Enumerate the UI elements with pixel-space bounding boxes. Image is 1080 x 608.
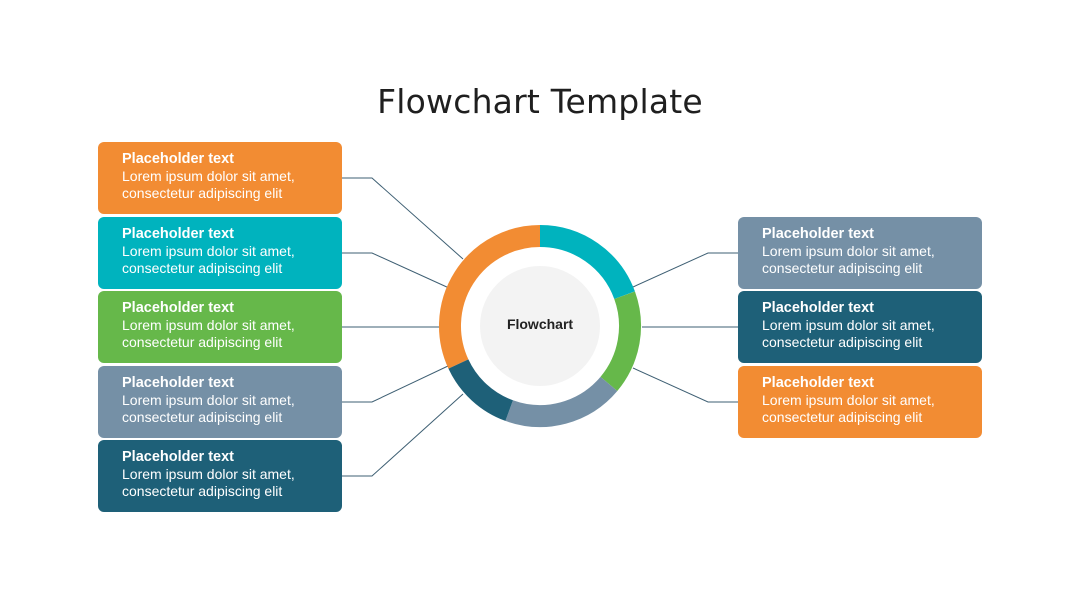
card-body-line: consectetur adipiscing elit [122,260,283,276]
card-body-line: Lorem ipsum dolor sit amet, [762,392,935,408]
card-body: Lorem ipsum dolor sit amet, consectetur … [122,392,332,426]
left-card-5: Placeholder text Lorem ipsum dolor sit a… [98,440,342,512]
left-card-4: Placeholder text Lorem ipsum dolor sit a… [98,366,342,438]
card-title: Placeholder text [122,375,235,391]
card-body-line: consectetur adipiscing elit [122,185,283,201]
right-card-2: Placeholder text Lorem ipsum dolor sit a… [738,291,982,363]
ring-segment [600,291,642,391]
card-body: Lorem ipsum dolor sit amet, consectetur … [762,243,972,277]
connector-line [342,393,464,477]
card-body-line: Lorem ipsum dolor sit amet, [122,243,295,259]
card-body-line: consectetur adipiscing elit [122,409,283,425]
card-title: Placeholder text [762,375,875,391]
card-body-line: consectetur adipiscing elit [122,334,283,350]
card-body-line: Lorem ipsum dolor sit amet, [122,466,295,482]
page-title: Flowchart Template [377,82,703,121]
card-body-line: Lorem ipsum dolor sit amet, [122,168,295,184]
connector-line [632,367,738,403]
ring-segment [539,225,635,300]
ring-segment [505,376,618,428]
ring-segment [438,225,541,369]
card-title: Placeholder text [122,449,235,465]
left-card-1: Placeholder text Lorem ipsum dolor sit a… [98,142,342,214]
card-title: Placeholder text [122,300,235,316]
right-card-3: Placeholder text Lorem ipsum dolor sit a… [738,366,982,438]
left-card-2: Placeholder text Lorem ipsum dolor sit a… [98,217,342,289]
card-body-line: Lorem ipsum dolor sit amet, [762,317,935,333]
card-body: Lorem ipsum dolor sit amet, consectetur … [122,243,332,277]
center-circle [480,266,600,386]
connector-line [342,177,464,260]
card-body-line: consectetur adipiscing elit [762,334,923,350]
left-card-3: Placeholder text Lorem ipsum dolor sit a… [98,291,342,363]
right-card-1: Placeholder text Lorem ipsum dolor sit a… [738,217,982,289]
connector-lines [342,177,738,477]
connector-line [342,365,449,403]
card-body: Lorem ipsum dolor sit amet, consectetur … [762,392,972,426]
flowchart-ring [438,225,642,428]
card-body-line: Lorem ipsum dolor sit amet, [122,317,295,333]
connector-line [632,252,738,288]
card-body: Lorem ipsum dolor sit amet, consectetur … [122,466,332,500]
card-title: Placeholder text [122,226,235,242]
card-body-line: consectetur adipiscing elit [122,483,283,499]
card-body-line: Lorem ipsum dolor sit amet, [122,392,295,408]
card-title: Placeholder text [122,151,235,167]
card-body: Lorem ipsum dolor sit amet, consectetur … [122,168,332,202]
connector-line [342,252,450,289]
card-title: Placeholder text [762,300,875,316]
card-body-line: consectetur adipiscing elit [762,409,923,425]
card-body-line: consectetur adipiscing elit [762,260,923,276]
card-body: Lorem ipsum dolor sit amet, consectetur … [122,317,332,351]
card-body: Lorem ipsum dolor sit amet, consectetur … [762,317,972,351]
ring-segment [448,358,514,421]
card-body-line: Lorem ipsum dolor sit amet, [762,243,935,259]
card-title: Placeholder text [762,226,875,242]
center-label: Flowchart [506,316,574,332]
